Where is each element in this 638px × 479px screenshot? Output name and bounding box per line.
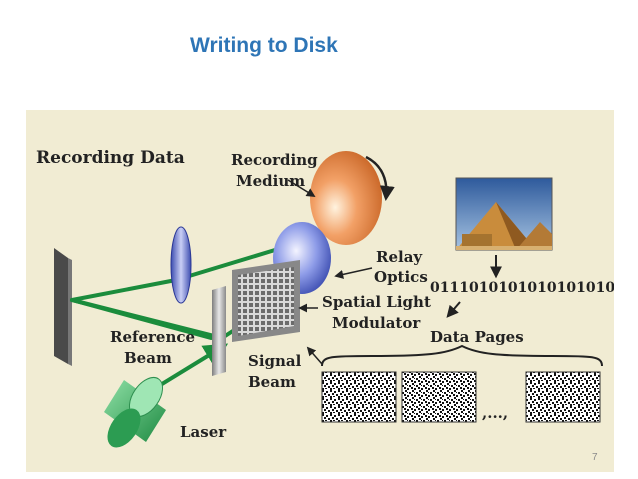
- data-page-n: [525, 371, 601, 423]
- recording-medium-shape: [310, 151, 382, 245]
- label-signal-beam-line1: Signal: [248, 352, 302, 370]
- label-slm-line2: Modulator: [332, 314, 421, 332]
- label-data-pages: Data Pages: [430, 328, 524, 346]
- medium-pointer-arrow: [287, 179, 316, 197]
- signal-pointer-arrow: [306, 346, 323, 365]
- label-relay-optics-line2: Optics: [374, 268, 428, 286]
- label-reference-beam-line1: Reference: [110, 328, 195, 346]
- data-pages-brace: [321, 344, 603, 367]
- label-recording-medium-line1: Recording: [231, 151, 318, 169]
- beam-splitter-shape: [212, 286, 226, 376]
- holographic-recording-diagram: Recording Data: [26, 110, 614, 472]
- binary-string: 0111010101010101010...: [430, 280, 614, 296]
- data-page-1: [321, 371, 397, 423]
- diagram-heading: Recording Data: [36, 148, 185, 168]
- label-relay-optics-line1: Relay: [376, 248, 423, 266]
- diagram-svg: Recording Data: [36, 148, 614, 448]
- slide-title: Writing to Disk: [190, 34, 338, 57]
- page-number: 7: [592, 452, 598, 463]
- relay-pointer-arrow: [334, 267, 373, 279]
- collimating-lens-shape: [170, 226, 192, 304]
- label-signal-beam-line2: Beam: [248, 373, 296, 391]
- data-pages-ellipsis: ,...,: [482, 404, 508, 422]
- data-page-2: [401, 371, 477, 423]
- source-image: [455, 177, 553, 251]
- label-reference-beam-line2: Beam: [124, 349, 172, 367]
- label-slm-line1: Spatial Light: [322, 293, 431, 311]
- page-arrow: [446, 301, 461, 318]
- rotation-arrow: [365, 155, 395, 201]
- label-laser: Laser: [180, 423, 227, 441]
- label-recording-medium-line2: Medium: [236, 172, 305, 190]
- mirror-shape: [54, 248, 72, 366]
- laser-shape: [104, 376, 166, 448]
- spatial-light-modulator-shape: [232, 260, 300, 342]
